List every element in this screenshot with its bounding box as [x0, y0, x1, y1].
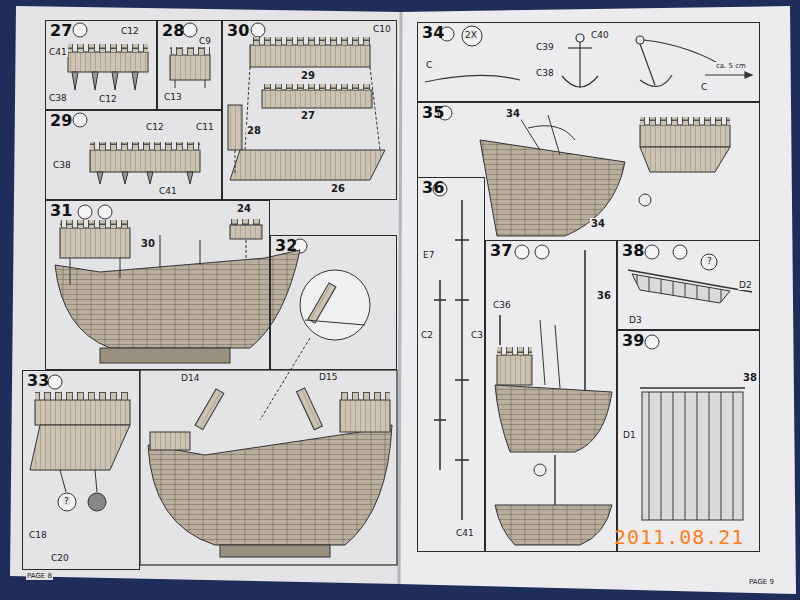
step-number: 32: [271, 236, 301, 256]
callout-number: 27: [300, 110, 316, 122]
part-label: D15: [318, 372, 338, 382]
step-panel: 35: [417, 102, 760, 240]
part-label: C41: [455, 528, 475, 538]
step-number: 29: [46, 111, 76, 131]
step-number: 34: [418, 23, 448, 43]
part-label: C38: [52, 160, 72, 170]
step-number: 35: [418, 103, 448, 123]
callout-number: 29: [300, 70, 316, 82]
part-label: 2X: [464, 30, 478, 40]
step-number: 33: [23, 371, 53, 391]
callout-number: 30: [140, 238, 156, 250]
part-label: C2: [420, 330, 434, 340]
booklet-pages: [10, 6, 796, 594]
small-note: PAGE 9: [748, 578, 775, 586]
part-label: ?: [63, 496, 70, 506]
part-label: C: [700, 82, 708, 92]
part-label: C12: [120, 26, 140, 36]
step-29-parts: [90, 142, 200, 184]
part-label: D14: [180, 373, 200, 383]
part-label: C12: [145, 122, 165, 132]
step-33-castle: [30, 392, 130, 492]
part-label: C13: [163, 92, 183, 102]
part-label: C18: [28, 530, 48, 540]
part-label: C3: [470, 330, 484, 340]
step-panel: 39: [617, 330, 760, 552]
step-number: 37: [486, 241, 516, 261]
part-label: C36: [492, 300, 512, 310]
part-label: C10: [372, 24, 392, 34]
date-stamp: 2011.08.21: [613, 526, 745, 549]
callout-number: 28: [246, 125, 262, 137]
part-label: C: [425, 60, 433, 70]
step-30-parts: [228, 37, 385, 180]
step-34-anchors: [425, 34, 752, 88]
small-note: ca. 5 cm: [715, 62, 747, 70]
part-label: C41: [158, 186, 178, 196]
callout-number: 36: [596, 290, 612, 302]
step-28-parts: [170, 47, 210, 88]
step-panel: 37: [485, 240, 617, 552]
callout-number: 24: [236, 203, 252, 215]
step-number: 31: [46, 201, 76, 221]
part-label: C38: [535, 68, 555, 78]
callout-number: 34: [590, 218, 606, 230]
step-number: 38: [618, 241, 648, 261]
callout-number: 34: [505, 108, 521, 120]
part-label: ?: [706, 256, 713, 266]
callout-number: 38: [742, 372, 758, 384]
part-label: C38: [48, 93, 68, 103]
step-37-ship: [495, 250, 612, 545]
part-label: C20: [50, 553, 70, 563]
part-label: D3: [628, 315, 643, 325]
part-label: C12: [98, 94, 118, 104]
part-label: C41: [48, 47, 68, 57]
part-label: C11: [195, 122, 215, 132]
step-panel: 36: [417, 177, 485, 552]
step-36-mast: [434, 200, 469, 520]
step-38-yard: [628, 270, 752, 303]
step-number: 39: [618, 331, 648, 351]
step-number: 27: [46, 21, 76, 41]
step-39-sail: [620, 388, 745, 520]
part-label: D2: [738, 280, 753, 290]
step-27-parts: [68, 44, 148, 90]
step-panel: 32: [270, 235, 397, 370]
part-label: E7: [422, 250, 435, 260]
part-label: C40: [590, 30, 610, 40]
step-31-hull: [55, 219, 300, 363]
part-label: C9: [198, 36, 212, 46]
small-note: PAGE 8: [26, 572, 53, 580]
step-number: 36: [418, 178, 448, 198]
part-label: D1: [622, 430, 637, 440]
step-number: 30: [223, 21, 253, 41]
step-panel: 31: [45, 200, 270, 370]
ship-hull: [140, 370, 397, 565]
callout-number: 26: [330, 183, 346, 195]
part-label: C39: [535, 42, 555, 52]
step-number: 28: [158, 21, 188, 41]
